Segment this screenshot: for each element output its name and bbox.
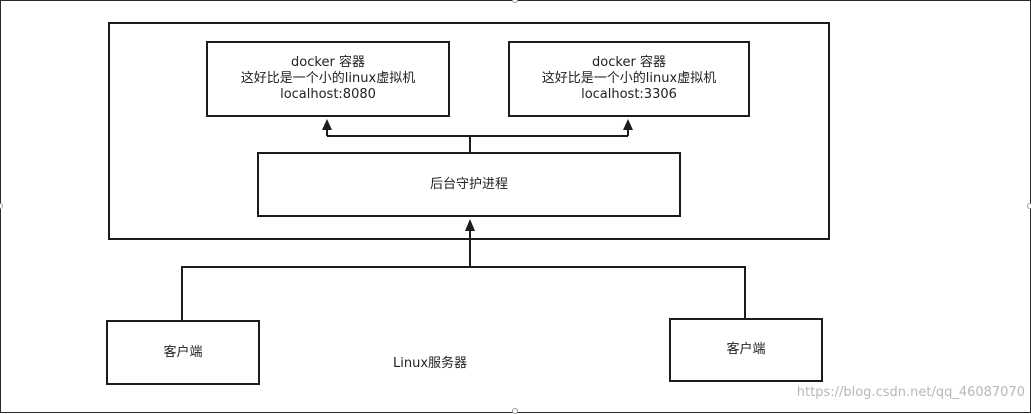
container-address: localhost:3306 [581, 87, 677, 102]
client-label: 客户端 [163, 344, 203, 360]
resize-handle-top[interactable] [512, 0, 518, 3]
container-description: 这好比是一个小的linux虚拟机 [240, 71, 416, 86]
connector-client-left [181, 266, 470, 320]
container-address: localhost:8080 [280, 87, 376, 102]
resize-handle-left[interactable] [0, 203, 3, 209]
connector-client-right [470, 266, 746, 318]
container-box-8080: docker 容器 这好比是一个小的linux虚拟机 localhost:808… [206, 41, 450, 117]
server-label: Linux服务器 [392, 356, 468, 371]
client-label: 客户端 [726, 342, 766, 357]
arrowhead-container-8080 [322, 119, 332, 130]
client-box-right: 客户端 [669, 318, 823, 382]
arrowhead-container-3306 [623, 119, 633, 130]
container-box-3306: docker 容器 这好比是一个小的linux虚拟机 localhost:330… [508, 41, 750, 117]
watermark-url: https://blog.csdn.net/qq_46087070 [796, 385, 1025, 400]
container-description: 这好比是一个小的linux虚拟机 [541, 71, 717, 86]
container-title: docker 容器 [291, 55, 365, 70]
resize-handle-right[interactable] [1027, 203, 1031, 209]
arrowhead-daemon [465, 219, 475, 231]
daemon-label: 后台守护进程 [429, 176, 508, 192]
client-box-left: 客户端 [106, 320, 260, 385]
container-title: docker 容器 [592, 55, 666, 70]
daemon-box: 后台守护进程 [257, 152, 681, 217]
